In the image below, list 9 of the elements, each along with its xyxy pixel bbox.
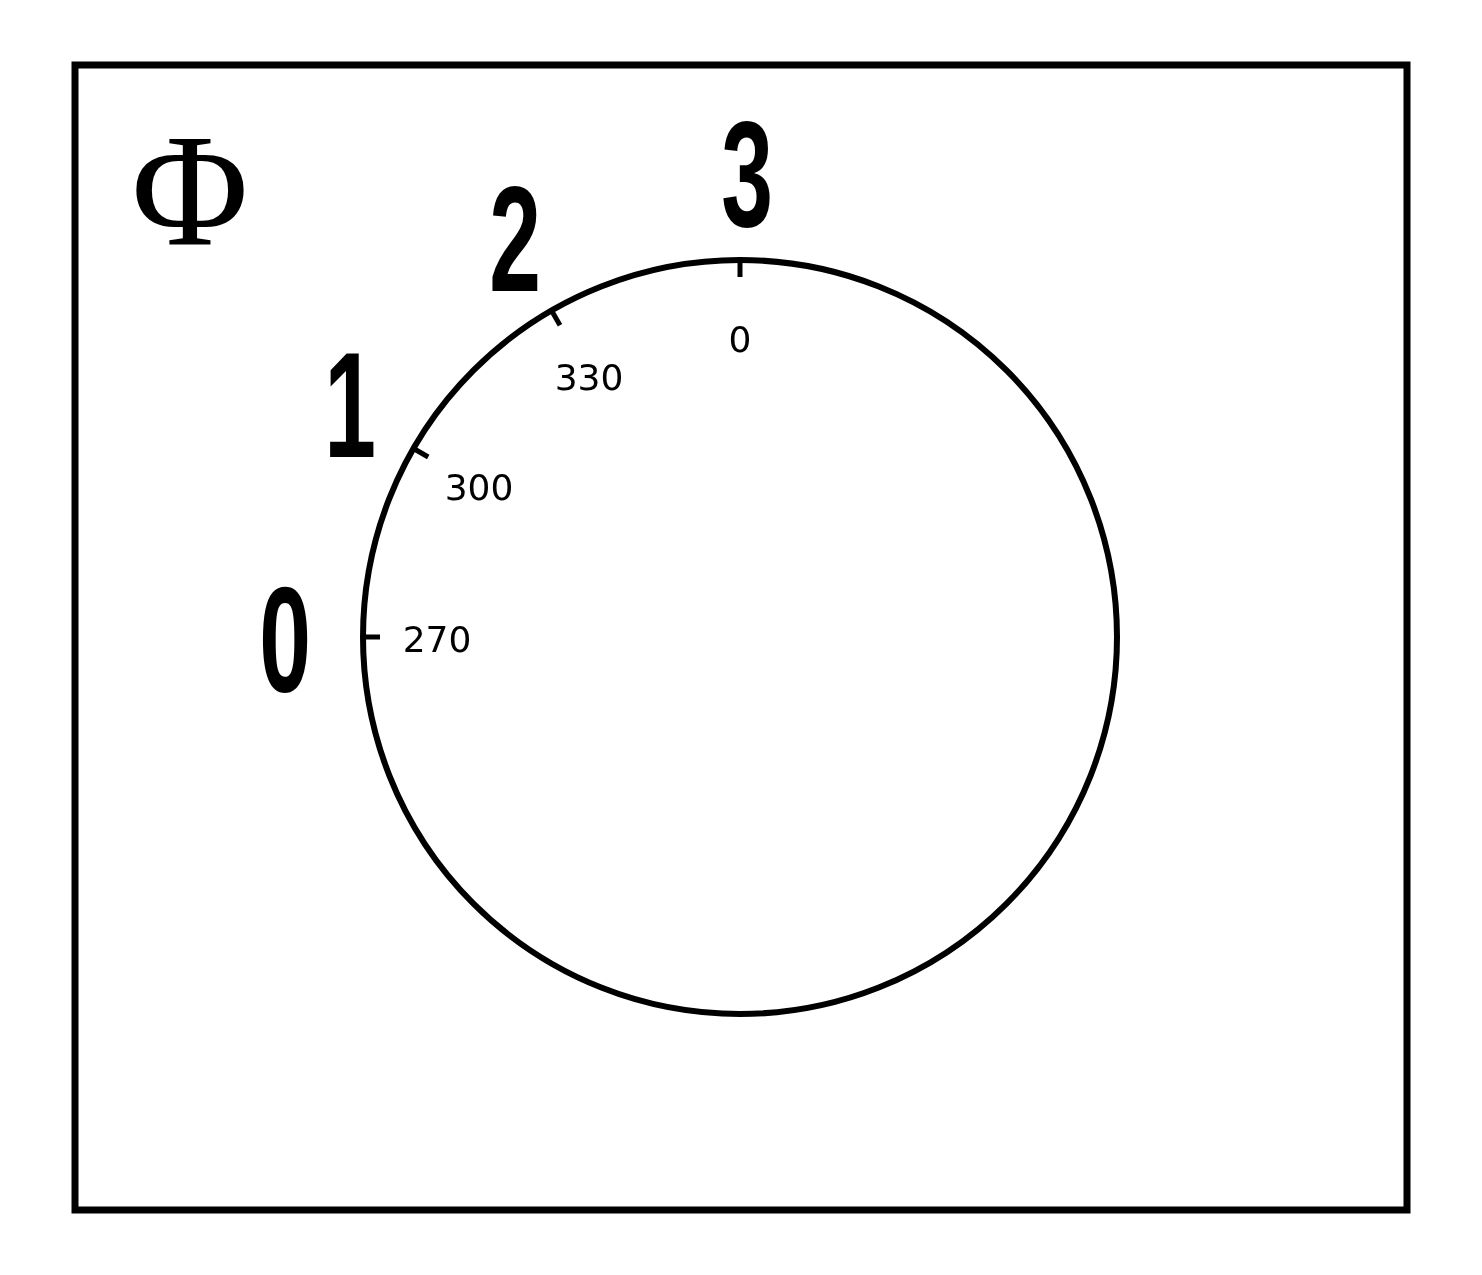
angle-label: 270 <box>402 622 472 658</box>
angle-label: 330 <box>554 360 624 396</box>
position-number: 1 <box>323 330 377 480</box>
angle-label: 300 <box>444 470 514 506</box>
phase-symbol: Φ <box>131 110 249 270</box>
angle-label: 0 <box>728 322 752 358</box>
position-number: 0 <box>258 565 312 715</box>
position-number: 2 <box>488 164 542 314</box>
position-number: 3 <box>720 99 774 249</box>
